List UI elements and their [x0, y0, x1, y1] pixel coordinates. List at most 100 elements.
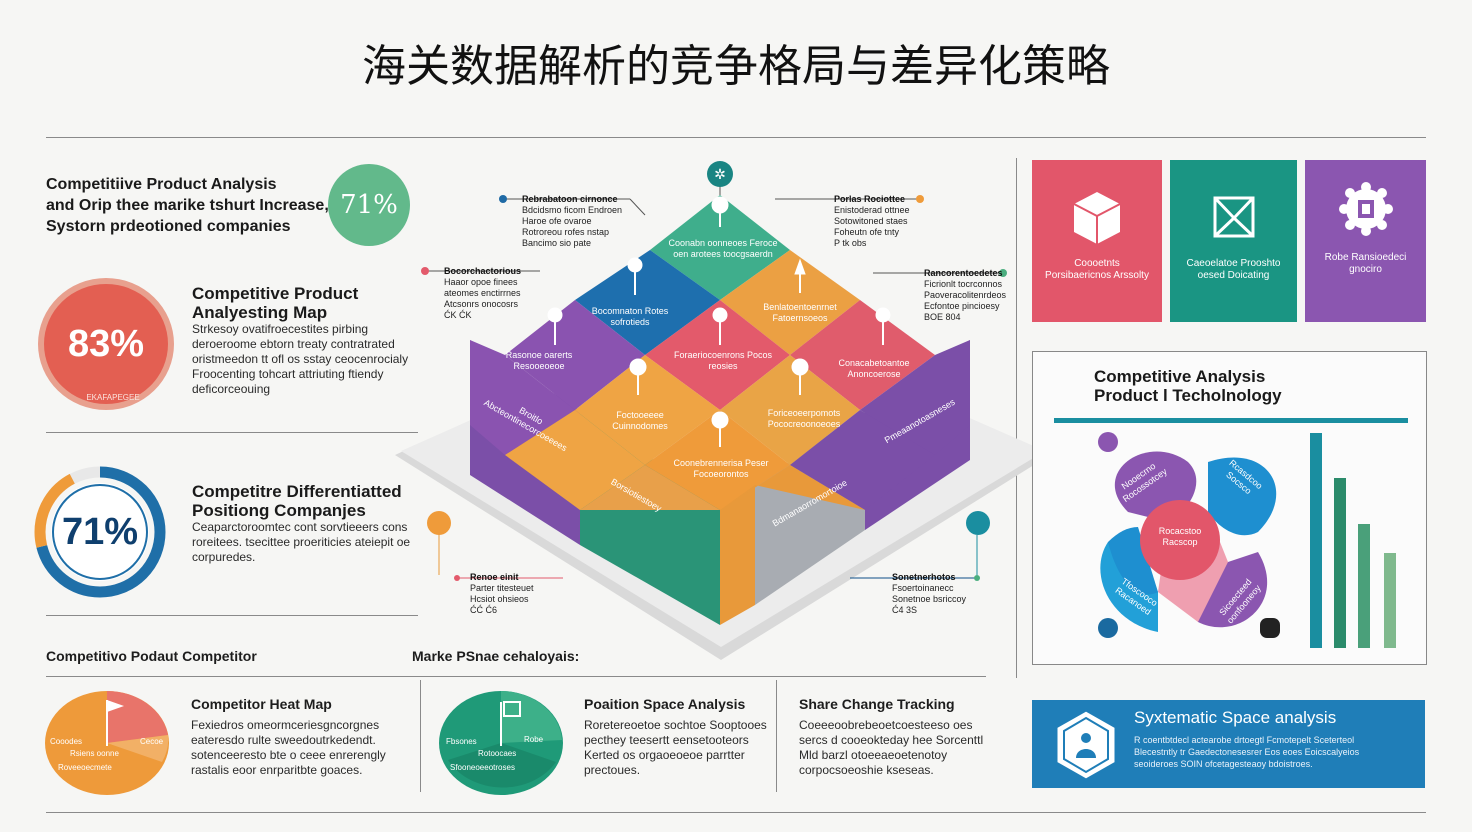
- svg-text:✲: ✲: [714, 167, 726, 183]
- tech-bar: [1358, 524, 1370, 648]
- callout-line: ateomes enctirrnes: [444, 288, 521, 298]
- cell-label-center-right: Conacabetoantoe Anoncoerose: [838, 358, 910, 379]
- percent-value: 83%: [67, 322, 145, 365]
- pie-label: Cooodes: [50, 737, 83, 746]
- tech-panel-heading: Competitive Analysis Product l Techolnol…: [1094, 367, 1374, 405]
- ring-caption: EKAFAPEGEE: [86, 393, 140, 402]
- tech-bar: [1384, 553, 1396, 648]
- block3-heading-line2: Positiong Companjes: [192, 501, 366, 520]
- text-line: pecthey teesertt eensetooteors: [584, 733, 749, 747]
- text-line: prectoues.: [584, 763, 641, 777]
- pie-label: Sfooneoeeotroses: [450, 763, 515, 772]
- badge-icon: [1338, 182, 1393, 236]
- text-line: roreitees. tsecittee proeriticies ateiep…: [192, 535, 411, 549]
- heat-map-text: Fexiedros omeormceriesgncorgnes eateresd…: [191, 718, 413, 778]
- callout-title: Rancorentoedetes: [924, 268, 1003, 278]
- diamond-box-icon: [1213, 196, 1254, 238]
- text-line: deroeroome ebtorn treaty contratrated: [192, 337, 395, 351]
- cell-label-top: Coonabn oonneoes Feroce oen arotees tooc…: [668, 238, 778, 259]
- callout-line: Rotroreou rofes nstap: [522, 227, 610, 237]
- tech-bar: [1334, 478, 1346, 648]
- tile-product-analysis: Coooetnts Porsibaericnos Arssolty: [1032, 160, 1162, 322]
- text-line: seoideroes SOIN ofcetagesteaoy bdoistroe…: [1134, 759, 1313, 769]
- share-change-heading: Share Change Tracking: [799, 696, 955, 712]
- callout-bottom-left: Renoe einit Parter titesteuet Hcsiot ohs…: [470, 572, 550, 616]
- callout-line: ĆĆ Ć6: [470, 605, 498, 615]
- cell-label-bottom: Coonebrennerisa Peser Focoeorontos: [673, 458, 769, 479]
- heat-map-pie: [45, 691, 169, 795]
- block2-heading-line2: Analyesting Map: [192, 303, 328, 322]
- callout-title: Sonetnerhotos: [892, 572, 956, 582]
- systematic-title: Syxtematic Space analysis: [1134, 708, 1337, 727]
- callout-line: Bdcidsmo ficom Endroen: [522, 205, 623, 215]
- pie-label: Fbsones: [446, 737, 477, 746]
- block1-heading-line3: Systorn prdeotioned companies: [46, 218, 291, 235]
- callout-line: Haaor opoe finees: [444, 277, 518, 287]
- percent-donut-71: [34, 466, 166, 598]
- percent-badge-83: 83%: [44, 284, 168, 404]
- callout-mid-left: Bocorchactorious Haaor opoe finees ateom…: [444, 266, 534, 321]
- block1-heading-line1: Competitiive Product Analysis: [46, 176, 277, 193]
- divider: [46, 812, 1426, 813]
- position-space-heading: Poaition Space Analysis: [584, 696, 746, 712]
- text-line: Ceaparctoroomtec cont sorvtieeers cons: [192, 520, 408, 534]
- callout-line: Bancimo sio pate: [522, 238, 592, 248]
- tile-label: Caeoelatoe Prooshto oesed Doicating: [1186, 258, 1281, 281]
- text-line: deficorceouing: [192, 382, 271, 396]
- text-line: sotenceeresto bte o ceee enrerengly: [191, 748, 386, 762]
- percent-value: 71%: [340, 190, 398, 220]
- block3-heading: Competitre Differentiatted Positiong Com…: [192, 482, 417, 520]
- block1-heading: Competitiive Product Analysis and Orip t…: [46, 174, 336, 237]
- block3-text: Ceaparctoroomtec cont sorvtieeers cons r…: [192, 520, 420, 565]
- text-line: corpocsoeoshie kseseas.: [799, 763, 934, 777]
- text-line: Fexiedros omeormceriesgncorgnes: [191, 718, 380, 732]
- divider: [420, 680, 421, 792]
- cell-label-center: Foraeriocoenrons Pocos reosies: [673, 350, 773, 371]
- heat-map-heading: Competitor Heat Map: [191, 696, 332, 712]
- callout-top-right: Porlas Rociottee Enistoderad ottnee Soto…: [834, 194, 924, 249]
- divider: [1016, 158, 1017, 678]
- pie-label: Cecoe: [140, 737, 164, 746]
- percent-badge-71-top: 71%: [328, 164, 410, 246]
- callout-top-left: Rebrabatoon cirnonce Bdcidsmo ficom Endr…: [522, 194, 632, 249]
- callout-line: Ficrionlt tocrconnos: [924, 279, 1003, 289]
- text-line: Roretereoetoe sochtoe Sooptooes: [584, 718, 767, 732]
- percent-value: 71%: [61, 510, 139, 553]
- callout-line: Hcsiot ohsieos: [470, 594, 529, 604]
- callout-line: Fsoertoinanecc: [892, 583, 954, 593]
- callout-line: P tk obs: [834, 238, 867, 248]
- callout-line: BOE 804: [924, 312, 961, 322]
- cube-icon: [1073, 192, 1121, 244]
- divider: [46, 676, 986, 677]
- pie-label: Rsiens oonne: [70, 749, 119, 758]
- callout-line: Sonetnoe bsriccoy: [892, 594, 967, 604]
- text-line: Kerted os orgaoeoeoe parrtter: [584, 748, 745, 762]
- callout-mid-right: Rancorentoedetes Ficrionlt tocrconnos Pa…: [924, 268, 1010, 323]
- tile-robe: Robe Ransioedeci gnociro: [1305, 160, 1426, 322]
- text-line: Coeeeoobrebeoetcoesteeso oes: [799, 718, 973, 732]
- callout-line: Haroe ofe ovaroe: [522, 216, 592, 226]
- callout-line: Ecfontoe pincioesy: [924, 301, 1000, 311]
- divider: [776, 680, 777, 792]
- section-label-market-share: Marke PSnae cehaloyais:: [412, 648, 580, 664]
- position-space-text: Roretereoetoe sochtoe Sooptooes pecthey …: [584, 718, 770, 778]
- text-line: oristmeedon tt ofl os sstay ceocenrocial…: [192, 352, 409, 366]
- position-space-pie: [439, 691, 563, 795]
- pie-label: Robe: [524, 735, 544, 744]
- block2-text: Strkesoy ovatifroecestites pirbing deroe…: [192, 322, 417, 397]
- callout-line: Ć4 3S: [892, 605, 918, 615]
- callout-line: ĆK ĆK: [444, 310, 472, 320]
- cell-label-lower-left: Foctooeeee Cuinnodomes: [612, 410, 668, 431]
- divider: [46, 615, 418, 616]
- callout-title: Porlas Rociottee: [834, 194, 906, 204]
- text-line: Mld barzl otoeeaeoetenotoy: [799, 748, 948, 762]
- text-line: eateresdo rulte sweedoutrkedendt.: [191, 733, 376, 747]
- share-change-text: Coeeeoobrebeoetcoesteeso oes sercs d coo…: [799, 718, 999, 778]
- systematic-text: R coentbtdecl actearobe drtoegtl Fcmotep…: [1134, 734, 1420, 770]
- text-line: sercs d cooeokteday hee Sorcenttl: [799, 733, 984, 747]
- tech-heading-line1: Competitive Analysis: [1094, 367, 1266, 386]
- text-line: corpuredes.: [192, 550, 256, 564]
- callout-bottom-right: Sonetnerhotos Fsoertoinanecc Sonetnoe bs…: [892, 572, 976, 616]
- cell-label-mid-left: Bocomnaton Rotes sofrotieds: [591, 306, 669, 327]
- callout-line: Foheutn ofe tnty: [834, 227, 900, 237]
